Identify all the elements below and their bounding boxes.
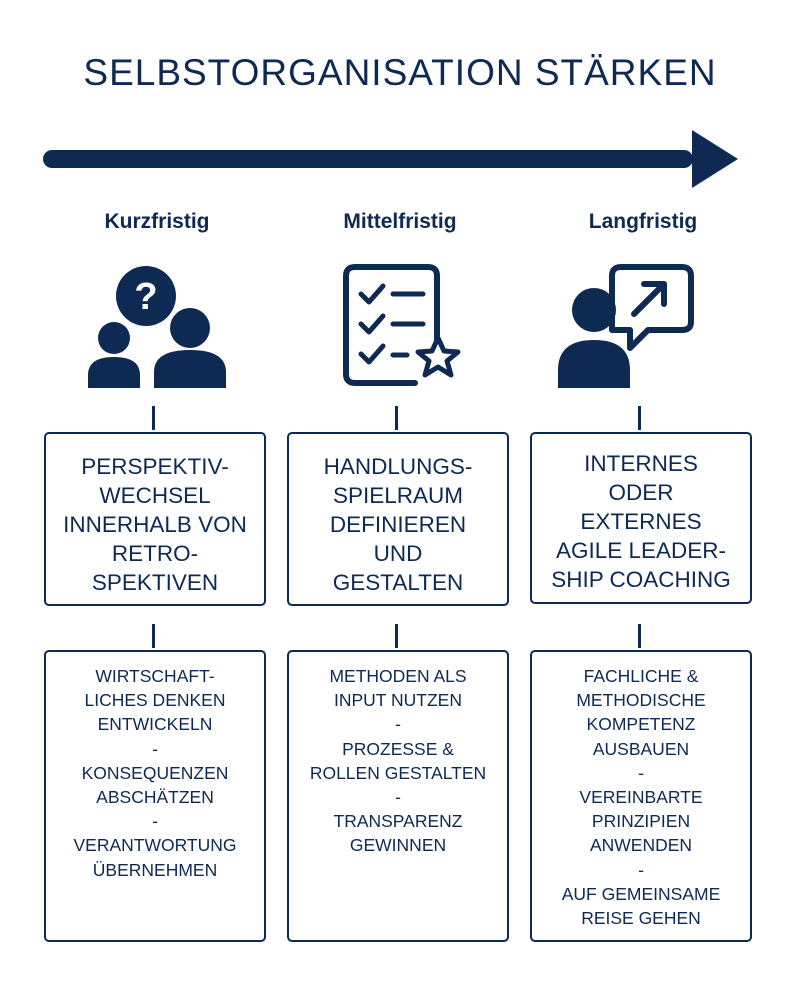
main-box: PERSPEKTIV- WECHSEL INNERHALB VON RETRO-… — [44, 432, 266, 606]
detail-text-line: AUSBAUEN — [592, 738, 690, 759]
connector-line — [395, 624, 398, 648]
main-text-line: GESTALTEN — [332, 570, 464, 595]
detail-separator: - — [395, 714, 401, 735]
detail-text-line: PROZESSE & — [342, 738, 454, 759]
detail-text-line: FACHLICHE & — [583, 666, 699, 686]
detail-text-line: ABSCHÄTZEN — [96, 787, 214, 808]
detail-text-line: TRANSPARENZ — [333, 811, 463, 832]
detail-text-line: VERANTWORTUNG — [73, 835, 237, 856]
detail-text-line: REISE GEHEN — [581, 908, 701, 929]
main-text-line: RETRO- — [111, 541, 199, 566]
detail-text-line: VEREINBARTE — [579, 787, 703, 808]
main-text-line: INTERNES — [584, 451, 698, 476]
detail-text-line: PRINZIPIEN — [591, 811, 691, 832]
detail-text-line: INPUT NUTZEN — [333, 690, 462, 711]
svg-text:?: ? — [134, 276, 157, 318]
detail-text-line: ÜBERNEHMEN — [92, 859, 218, 880]
main-text-line: PERSPEKTIV- — [81, 454, 229, 479]
main-text-line: DEFINIEREN — [329, 512, 467, 537]
person-growth-chat-icon — [558, 264, 694, 388]
detail-separator: - — [638, 762, 644, 783]
detail-text-line: METHODEN ALS — [329, 666, 467, 686]
detail-separator: - — [395, 787, 401, 808]
column-heading: Kurzfristig — [104, 210, 210, 233]
timeline-arrow-icon — [43, 130, 738, 188]
detail-separator: - — [152, 738, 158, 759]
connector-line — [395, 406, 398, 430]
detail-text-line: AUF GEMEINSAME — [561, 883, 721, 904]
detail-text-line: GEWINNEN — [349, 835, 447, 856]
page-title: SELBSTORGANISATION STÄRKEN — [83, 52, 717, 93]
main-box: HANDLUNGS- SPIELRAUM DEFINIEREN UND GEST… — [287, 432, 509, 606]
checklist-star-icon — [343, 264, 461, 386]
detail-text-line: ANWENDEN — [589, 835, 693, 856]
detail-box: METHODEN ALS INPUT NUTZEN - PROZESSE & R… — [287, 650, 509, 942]
detail-separator: - — [152, 811, 158, 832]
connector-line — [152, 406, 155, 430]
main-text-line: HANDLUNGS- — [323, 454, 473, 479]
main-box: INTERNES ODER EXTERNES AGILE LEADER- SHI… — [530, 432, 752, 604]
main-text-line: SHIP COACHING — [551, 567, 731, 592]
detail-text-line: KOMPETENZ — [586, 714, 696, 735]
connector-line — [638, 624, 641, 648]
main-text-line: SPEKTIVEN — [91, 570, 219, 595]
main-text-line: WECHSEL — [99, 483, 211, 508]
detail-text-line: ENTWICKELN — [97, 714, 213, 735]
detail-box: FACHLICHE & METHODISCHE KOMPETENZ AUSBAU… — [530, 650, 752, 942]
detail-text-line: LICHES DENKEN — [84, 690, 226, 711]
column-heading: Mittelfristig — [343, 210, 457, 233]
detail-text-line: KONSEQUENZEN — [81, 762, 229, 783]
connector-line — [152, 624, 155, 648]
detail-text-line: WIRTSCHAFT- — [95, 666, 215, 686]
detail-text-line: METHODISCHE — [576, 690, 706, 711]
main-text-line: SPIELRAUM — [332, 483, 464, 508]
connector-line — [638, 406, 641, 430]
column-heading: Langfristig — [588, 210, 698, 233]
main-text-line: ODER — [608, 480, 674, 505]
main-text-line: UND — [373, 541, 423, 566]
main-text-line: EXTERNES — [580, 509, 702, 534]
detail-separator: - — [638, 859, 644, 880]
people-question-icon: ? — [88, 266, 226, 388]
detail-text-line: ROLLEN GESTALTEN — [309, 762, 487, 783]
detail-box: WIRTSCHAFT- LICHES DENKEN ENTWICKELN - K… — [44, 650, 266, 942]
main-text-line: AGILE LEADER- — [555, 538, 727, 563]
main-text-line: INNERHALB VON — [63, 512, 247, 537]
